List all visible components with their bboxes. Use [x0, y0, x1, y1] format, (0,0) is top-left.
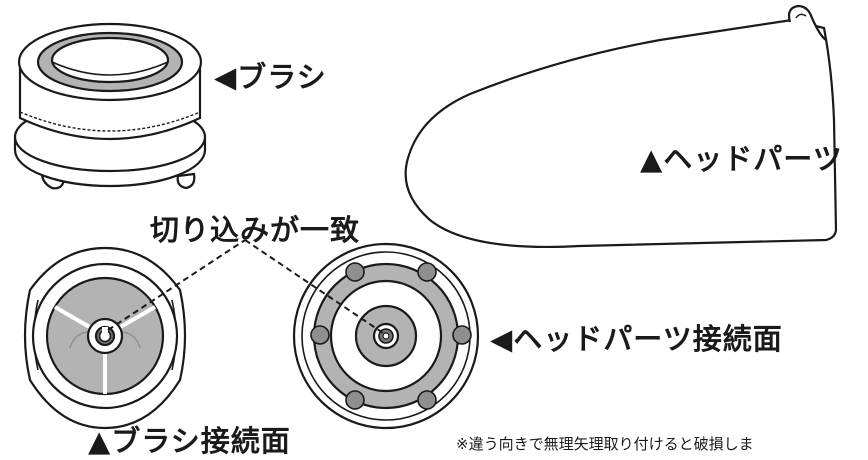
alignment-leader-lines [107, 239, 384, 334]
brush-connection-label: ▲ブラシ接続面 [88, 424, 291, 458]
head-connection-face [292, 242, 480, 430]
notch-align-label: 切り込みが一致 [150, 213, 361, 247]
brush-label: ◀ブラシ [214, 60, 327, 94]
head-parts-label: ▲ヘッドパーツ [640, 142, 843, 176]
caution-footnote: ※違う向きで無理矢理取り付けると破損しま [456, 435, 754, 453]
brush-illustration [13, 22, 207, 190]
head-parts-illustration [404, 4, 838, 249]
head-connection-label: ◀ヘッドパーツ接続面 [490, 322, 783, 356]
brush-connection-face [23, 246, 187, 430]
